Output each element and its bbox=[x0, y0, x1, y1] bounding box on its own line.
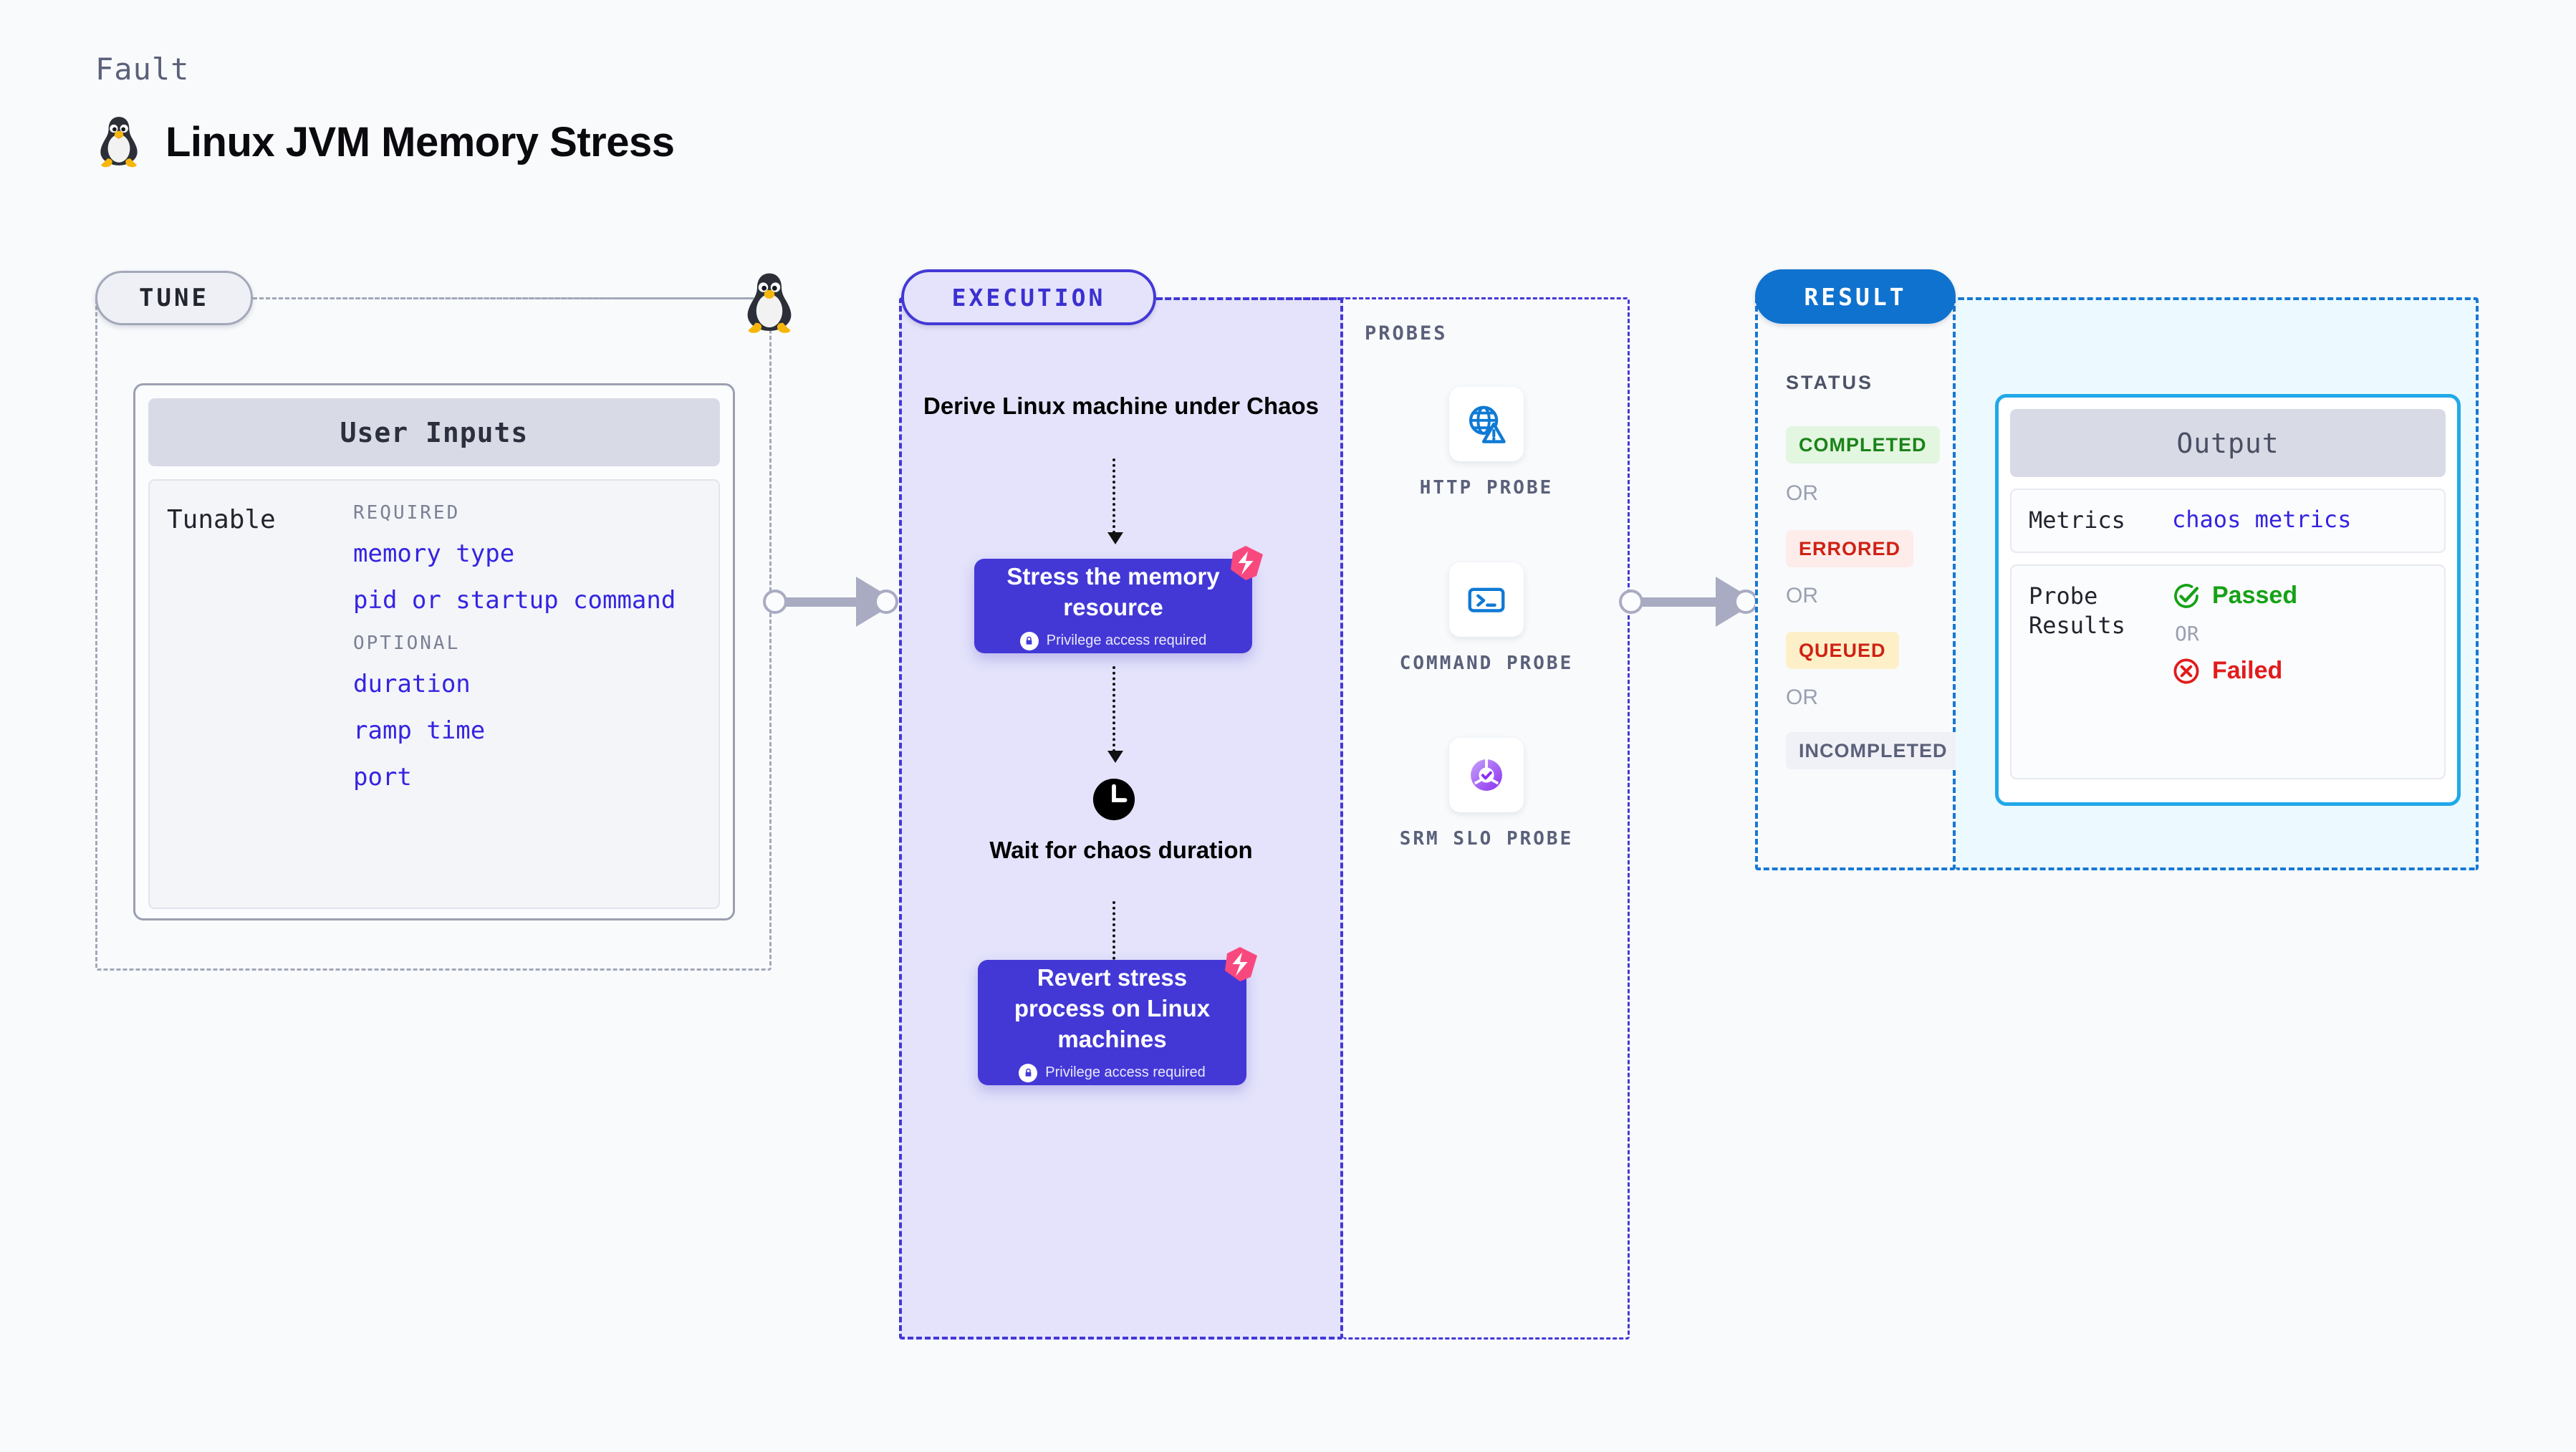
privilege-text: Privilege access required bbox=[1045, 1064, 1206, 1081]
failed-label: Failed bbox=[2212, 657, 2283, 685]
probes-stage bbox=[1343, 297, 1630, 1340]
connector-line bbox=[775, 597, 875, 607]
execution-action-revert[interactable]: Revert stress process on Linux machines … bbox=[978, 947, 1257, 1085]
check-circle-icon bbox=[2174, 583, 2199, 608]
tune-top-dashed-line bbox=[253, 297, 770, 299]
probe-result-or: OR bbox=[2175, 621, 2199, 645]
terminal-prompt-icon bbox=[1468, 587, 1505, 612]
probe-label: HTTP PROBE bbox=[1419, 477, 1554, 499]
linux-penguin-icon bbox=[100, 117, 138, 168]
privilege-note: Privilege access required bbox=[1019, 1063, 1206, 1082]
probe-result-failed: Failed bbox=[2172, 657, 2297, 686]
tunable-item[interactable]: memory type bbox=[353, 539, 515, 568]
privilege-note: Privilege access required bbox=[1019, 631, 1207, 650]
status-badge-completed: COMPLETED bbox=[1786, 426, 1940, 463]
probe-command[interactable]: COMMAND PROBE bbox=[1343, 562, 1630, 676]
connector-line bbox=[1631, 597, 1735, 607]
action-title: Stress the memory resource bbox=[1006, 563, 1220, 620]
user-inputs-title: User Inputs bbox=[148, 398, 720, 466]
probe-label: COMMAND PROBE bbox=[1399, 653, 1574, 674]
probe-http[interactable]: HTTP PROBE bbox=[1343, 387, 1630, 501]
status-or: OR bbox=[1786, 584, 1818, 607]
probe-tile bbox=[1449, 562, 1524, 637]
tunable-item[interactable]: pid or startup command bbox=[353, 586, 676, 615]
probe-label: SRM SLO PROBE bbox=[1399, 828, 1574, 850]
passed-label: Passed bbox=[2212, 582, 2298, 610]
connector-execution-to-result bbox=[1615, 577, 1759, 627]
probe-result-values: Passed OR Failed bbox=[2172, 582, 2297, 762]
execution-top-dashed-line bbox=[1156, 297, 1345, 300]
execution-action-stress[interactable]: Stress the memory resource Privilege acc… bbox=[974, 546, 1263, 653]
page-title: Linux JVM Memory Stress bbox=[165, 118, 675, 165]
tunable-item[interactable]: duration bbox=[353, 670, 471, 698]
tunable-item[interactable]: ramp time bbox=[353, 716, 486, 745]
linux-penguin-corner-icon bbox=[747, 273, 792, 333]
result-stage-outline bbox=[1755, 297, 1956, 870]
probes-stage-outline bbox=[1343, 297, 1630, 1340]
output-metrics-key: Metrics bbox=[2029, 506, 2125, 534]
x-circle-icon bbox=[2173, 658, 2199, 684]
tunable-group-title-optional: OPTIONAL bbox=[353, 633, 461, 654]
probes-section-label: PROBES bbox=[1365, 322, 1448, 345]
action-title: Revert stress process on Linux machines bbox=[1014, 964, 1211, 1052]
page-eyebrow: Fault bbox=[95, 52, 190, 87]
page-title-row: Linux JVM Memory Stress bbox=[95, 115, 675, 169]
globe-warning-icon bbox=[1469, 405, 1506, 443]
result-stage bbox=[1755, 297, 1956, 870]
connector-start-dot bbox=[763, 590, 787, 614]
privilege-text: Privilege access required bbox=[1046, 633, 1207, 649]
output-card-title: Output bbox=[2010, 409, 2446, 477]
probe-result-passed: Passed bbox=[2172, 582, 2297, 610]
slo-gauge-check-icon bbox=[1471, 758, 1502, 791]
output-probe-results-key: Probe Results bbox=[2029, 582, 2125, 640]
lock-icon bbox=[1019, 631, 1039, 650]
clock-icon bbox=[1092, 778, 1135, 821]
tunable-item[interactable]: port bbox=[353, 763, 412, 792]
lock-icon bbox=[1019, 1063, 1038, 1082]
output-row-metrics: Metrics chaos metrics bbox=[2010, 489, 2446, 553]
output-card: Output Metrics chaos metrics Probe Resul… bbox=[1995, 394, 2461, 806]
status-or: OR bbox=[1786, 686, 1818, 709]
connector-tune-to-execution bbox=[759, 577, 899, 627]
connector-start-dot bbox=[1619, 590, 1643, 614]
status-badge-incompleted: INCOMPLETED bbox=[1786, 732, 1961, 769]
status-badge-errored: ERRORED bbox=[1786, 530, 1914, 567]
execution-step-derive-label: Derive Linux machine under Chaos bbox=[923, 393, 1319, 419]
output-row-probe-results: Probe Results Passed OR Failed bbox=[2010, 564, 2446, 779]
execution-pill-label[interactable]: EXECUTION bbox=[901, 269, 1156, 325]
flow-arrow bbox=[1107, 666, 1123, 763]
tunable-group-title-required: REQUIRED bbox=[353, 502, 461, 524]
status-or: OR bbox=[1786, 481, 1818, 505]
tunable-row-label: Tunable bbox=[167, 505, 276, 534]
probe-tile bbox=[1449, 387, 1524, 461]
tunable-section: Tunable REQUIRED memory type pid or star… bbox=[148, 479, 720, 909]
status-badge-queued: QUEUED bbox=[1786, 632, 1899, 669]
status-section-label: STATUS bbox=[1786, 372, 1873, 393]
tunable-groups: REQUIRED memory type pid or startup comm… bbox=[353, 502, 701, 886]
litmus-chaos-icon bbox=[1231, 546, 1263, 580]
probe-tile bbox=[1449, 738, 1524, 812]
connector-end-dot bbox=[874, 590, 898, 614]
user-inputs-card: User Inputs Tunable REQUIRED memory type… bbox=[133, 383, 735, 920]
flow-arrow bbox=[1107, 458, 1123, 544]
connector-end-dot bbox=[1734, 590, 1758, 614]
tune-pill-label[interactable]: TUNE bbox=[95, 271, 253, 325]
execution-step-wait-label: Wait for chaos duration bbox=[989, 837, 1253, 863]
result-pill-label[interactable]: RESULT bbox=[1755, 269, 1956, 324]
litmus-chaos-icon bbox=[1225, 947, 1257, 981]
output-metrics-value[interactable]: chaos metrics bbox=[2172, 506, 2352, 533]
probe-srm-slo[interactable]: SRM SLO PROBE bbox=[1343, 738, 1630, 852]
